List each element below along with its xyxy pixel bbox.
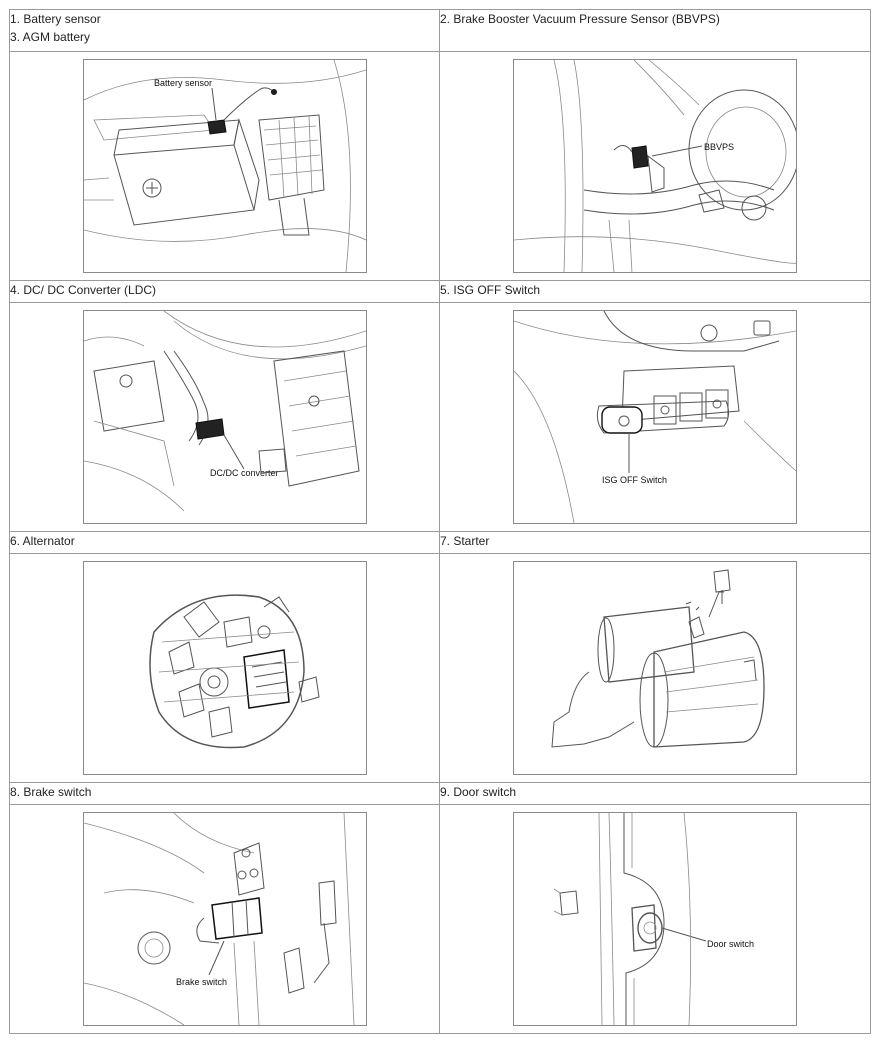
brake-switch-drawing: Brake switch <box>83 813 354 1025</box>
cell-header-door-switch: 9. Door switch <box>439 782 871 805</box>
ldc-title: 4. DC/ DC Converter (LDC) <box>10 283 157 297</box>
bbvps-title: 2. Brake Booster Vacuum Pressure Sensor … <box>440 12 720 26</box>
component-table: 1. Battery sensor 3. AGM battery 2. Brak… <box>9 9 871 1034</box>
starter-title: 7. Starter <box>440 534 490 548</box>
door-switch-callout: Door switch <box>707 939 754 949</box>
alternator-drawing <box>148 594 320 749</box>
cell-image-brake-switch: Brake switch <box>9 804 440 1034</box>
starter-drawing <box>551 569 765 748</box>
cell-header-battery: 1. Battery sensor 3. AGM battery <box>9 9 440 52</box>
bbvps-callout: BBVPS <box>704 142 734 152</box>
isg-drawing: ISG OFF Switch <box>514 311 796 523</box>
cell-image-alternator <box>9 553 440 783</box>
agm-battery-title: 3. AGM battery <box>10 30 91 44</box>
cell-image-ldc: DC/DC converter <box>9 302 440 532</box>
ldc-callout: DC/DC converter <box>210 468 279 478</box>
battery-sensor-callout: Battery sensor <box>154 78 212 88</box>
isg-title: 5. ISG OFF Switch <box>440 283 541 297</box>
starter-illustration <box>513 561 797 775</box>
bbvps-drawing: BBVPS <box>514 60 796 272</box>
alternator-title: 6. Alternator <box>10 534 75 548</box>
cell-image-door-switch: Door switch <box>439 804 871 1034</box>
battery-drawing: Battery sensor <box>83 60 366 272</box>
ldc-illustration: DC/DC converter <box>82 310 367 524</box>
cell-header-brake-switch: 8. Brake switch <box>9 782 440 805</box>
cell-image-isg: ISG OFF Switch <box>439 302 871 532</box>
cell-image-battery: Battery sensor <box>9 51 440 281</box>
brake-switch-title: 8. Brake switch <box>10 785 92 799</box>
isg-callout: ISG OFF Switch <box>602 475 667 485</box>
door-switch-drawing: Door switch <box>553 813 754 1025</box>
ldc-drawing: DC/DC converter <box>83 311 366 512</box>
cell-header-bbvps: 2. Brake Booster Vacuum Pressure Sensor … <box>439 9 871 52</box>
brake-switch-callout: Brake switch <box>176 977 227 987</box>
cell-header-starter: 7. Starter <box>439 531 871 554</box>
door-switch-illustration: Door switch <box>513 812 797 1026</box>
cell-header-ldc: 4. DC/ DC Converter (LDC) <box>9 280 440 303</box>
cell-header-isg: 5. ISG OFF Switch <box>439 280 871 303</box>
brake-switch-illustration: Brake switch <box>82 812 367 1026</box>
battery-sensor-illustration: Battery sensor <box>82 59 367 273</box>
battery-sensor-title: 1. Battery sensor <box>10 12 101 26</box>
bbvps-illustration: BBVPS <box>513 59 797 273</box>
cell-image-starter <box>439 553 871 783</box>
cell-image-bbvps: BBVPS <box>439 51 871 281</box>
door-switch-title: 9. Door switch <box>440 785 517 799</box>
cell-header-alternator: 6. Alternator <box>9 531 440 554</box>
isg-illustration: ISG OFF Switch <box>513 310 797 524</box>
alternator-illustration <box>82 561 367 775</box>
